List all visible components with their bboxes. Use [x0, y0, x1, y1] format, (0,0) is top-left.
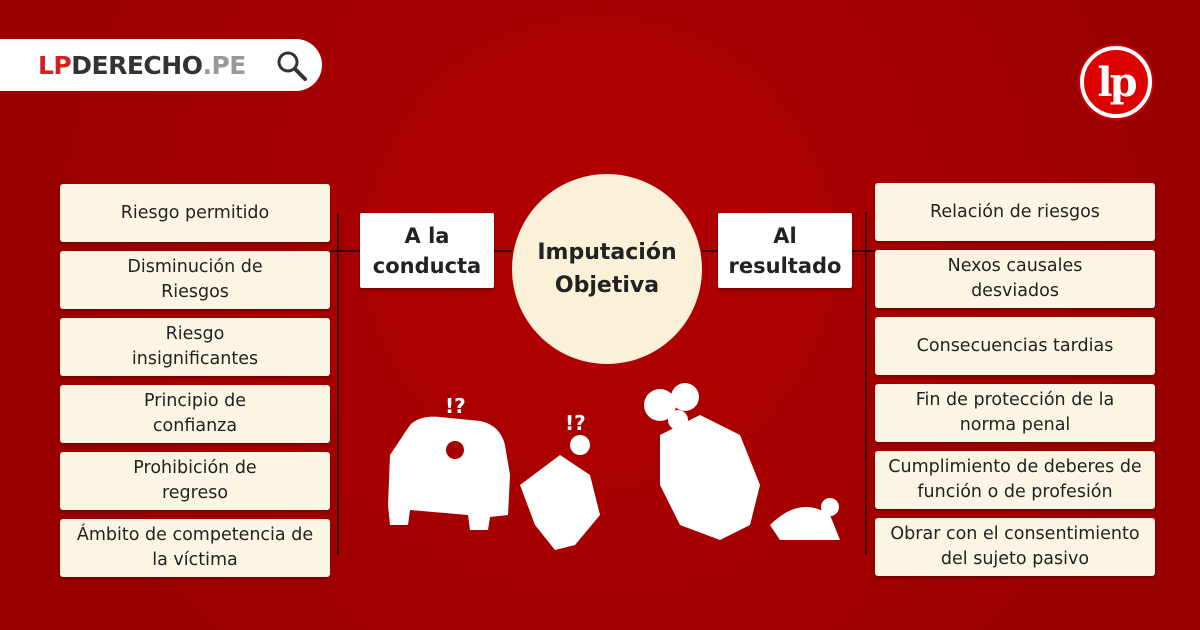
- right-item: Relación de riesgos: [875, 183, 1155, 241]
- left-item: Riesgo insignificantes: [60, 318, 330, 376]
- center-title: Imputación Objetiva: [512, 174, 702, 364]
- flipped-car-icon: [660, 415, 760, 540]
- right-item: Obrar con el consentimiento del sujeto p…: [875, 518, 1155, 576]
- left-item: Riesgo permitido: [60, 184, 330, 242]
- exclamation-mark: !?: [565, 411, 586, 435]
- right-item: Nexos causales desviados: [875, 250, 1155, 308]
- right-item: Consecuencias tardias: [875, 317, 1155, 375]
- accident-illustration: !? !?: [388, 383, 840, 550]
- left-connector: [337, 213, 339, 555]
- right-heading: Al resultado: [718, 213, 852, 288]
- right-item: Fin de protección de la norma penal: [875, 384, 1155, 442]
- search-icon[interactable]: [276, 50, 308, 82]
- right-connector: [865, 212, 867, 554]
- car-icon: [388, 416, 510, 530]
- right-connector-h: [852, 250, 875, 252]
- brand-lp: LP: [38, 50, 72, 80]
- right-item: Cumplimiento de deberes de función o de …: [875, 451, 1155, 509]
- lp-logo: lp: [1080, 46, 1152, 118]
- brand-derecho: DERECHO: [71, 50, 203, 80]
- motorcycle-icon: [520, 455, 600, 550]
- left-connector-h: [330, 250, 360, 252]
- person-icon: [770, 507, 840, 540]
- left-item: Ámbito de competencia de la víctima: [60, 519, 330, 577]
- left-item: Disminución de Riesgos: [60, 251, 330, 309]
- left-item: Prohibición de regreso: [60, 452, 330, 510]
- exclamation-mark: !?: [445, 394, 466, 418]
- left-heading: A la conducta: [360, 213, 494, 288]
- brand-pe: .PE: [202, 50, 246, 80]
- mid-connector-right: [702, 250, 718, 252]
- left-item: Principio de confianza: [60, 385, 330, 443]
- mid-connector-left: [494, 250, 512, 252]
